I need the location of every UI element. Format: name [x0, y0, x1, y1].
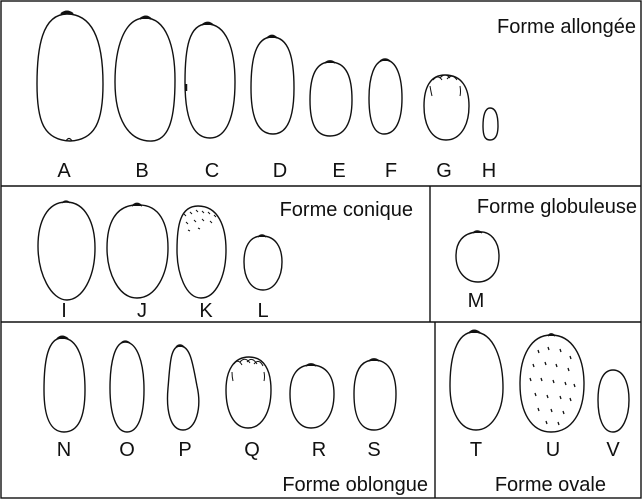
title-forme-oblongue: Forme oblongue	[282, 474, 428, 496]
seed-T	[450, 332, 503, 430]
seed-G	[424, 75, 469, 140]
label-O: O	[119, 439, 135, 461]
seed-J	[107, 205, 168, 298]
label-V: V	[606, 439, 620, 461]
label-A: A	[57, 160, 71, 182]
seed-P	[168, 346, 199, 430]
seed-V	[598, 370, 629, 432]
label-L: L	[257, 300, 268, 322]
title-forme-conique: Forme conique	[280, 199, 413, 221]
seed-N	[44, 338, 85, 432]
seed-C	[185, 24, 235, 138]
label-M: M	[468, 290, 485, 312]
label-S: S	[367, 439, 380, 461]
label-H: H	[482, 160, 496, 182]
label-D: D	[273, 160, 287, 182]
label-G: G	[436, 160, 452, 182]
seed-E	[310, 62, 352, 136]
label-C: C	[205, 160, 219, 182]
label-F: F	[385, 160, 397, 182]
seed-O	[110, 342, 144, 432]
label-P: P	[178, 439, 191, 461]
seed-D	[251, 37, 294, 134]
seed-L	[244, 236, 282, 290]
seed-Q	[226, 357, 271, 428]
title-forme-allongee: Forme allongée	[497, 16, 636, 38]
label-T: T	[470, 439, 482, 461]
label-E: E	[332, 160, 345, 182]
title-forme-ovale: Forme ovale	[495, 474, 606, 496]
seed-B	[115, 18, 175, 141]
seed-A	[37, 14, 103, 141]
seed-R	[290, 365, 334, 428]
label-B: B	[135, 160, 148, 182]
label-U: U	[546, 439, 560, 461]
label-J: J	[137, 300, 147, 322]
title-forme-globuleuse: Forme globuleuse	[477, 196, 637, 218]
seed-H	[483, 108, 498, 140]
seed-M	[456, 232, 499, 282]
seed-K	[177, 206, 226, 298]
label-K: K	[199, 300, 213, 322]
seed-F	[369, 60, 402, 134]
label-Q: Q	[244, 439, 260, 461]
seed-S	[354, 360, 396, 430]
seed-U	[520, 335, 584, 432]
seed-I	[38, 202, 95, 300]
label-R: R	[312, 439, 326, 461]
label-I: I	[61, 300, 67, 322]
label-N: N	[57, 439, 71, 461]
